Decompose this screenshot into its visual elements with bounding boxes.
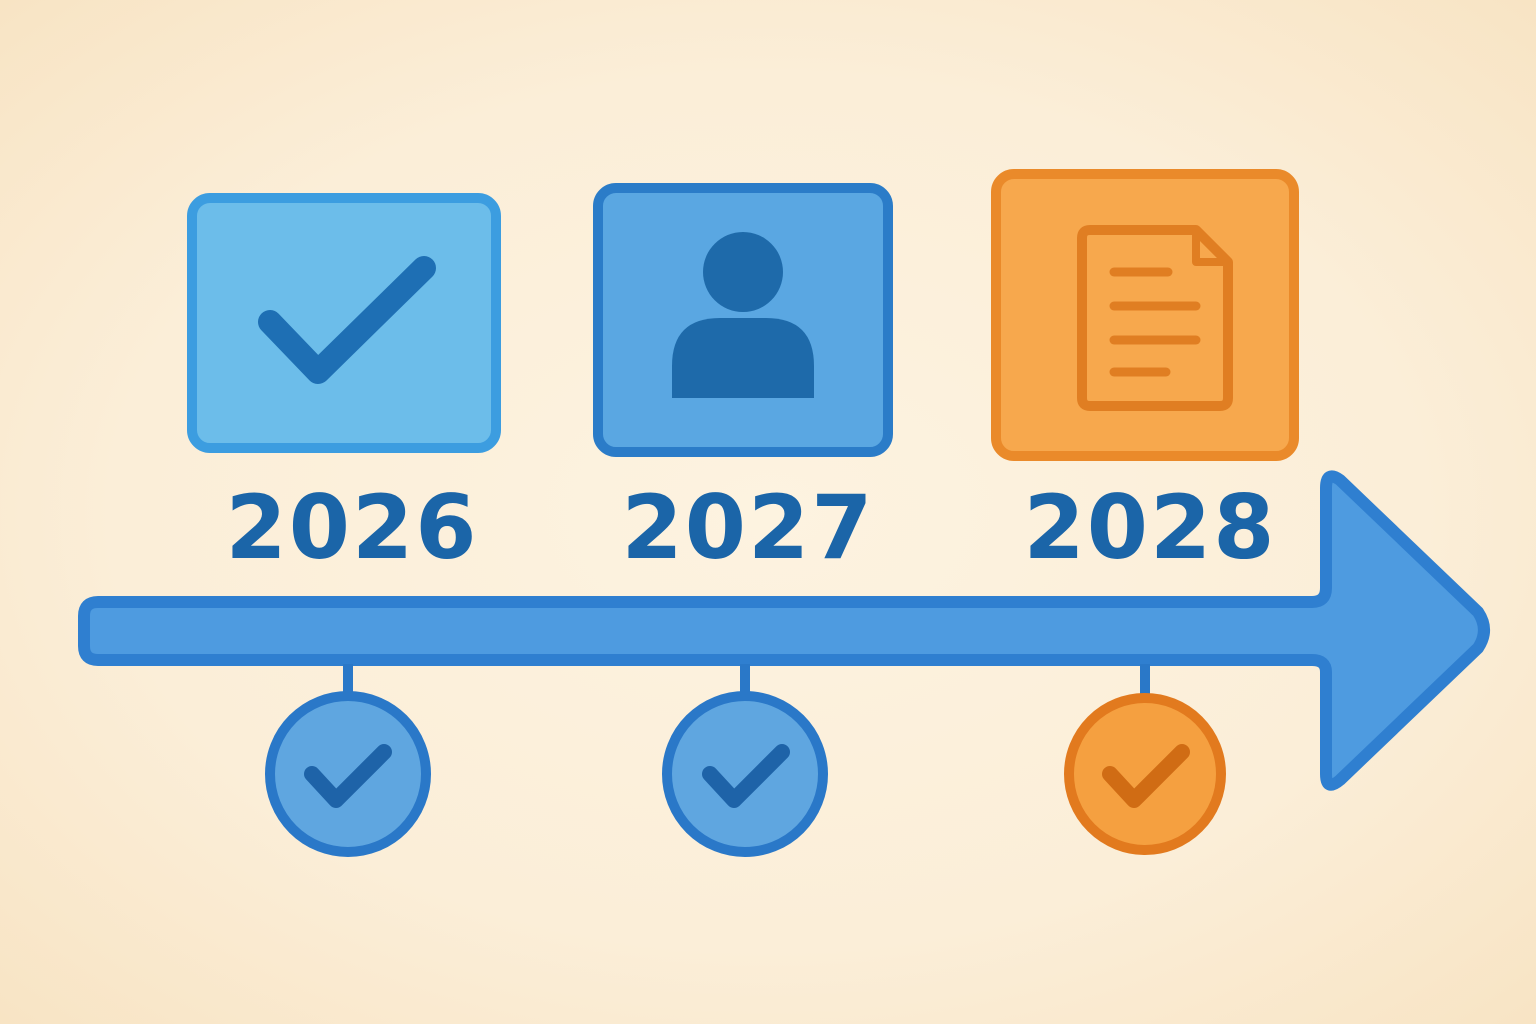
checkmark-icon bbox=[1102, 744, 1190, 808]
user-icon bbox=[672, 232, 814, 398]
checkmark-icon bbox=[258, 256, 436, 384]
document-icon bbox=[1077, 225, 1233, 411]
milestone-marker-2027 bbox=[662, 691, 828, 857]
year-label-2026: 2026 bbox=[225, 476, 479, 579]
year-label-2028: 2028 bbox=[1023, 476, 1277, 579]
checkmark-icon bbox=[702, 744, 790, 808]
timeline-arrow bbox=[78, 470, 1490, 791]
milestone-marker-2026 bbox=[265, 691, 431, 857]
milestone-card-2027 bbox=[593, 183, 893, 457]
milestone-card-2026 bbox=[187, 193, 501, 453]
milestone-card-2028 bbox=[991, 169, 1299, 461]
milestone-marker-2028 bbox=[1064, 693, 1226, 855]
year-label-2027: 2027 bbox=[621, 476, 875, 579]
checkmark-icon bbox=[304, 744, 392, 808]
